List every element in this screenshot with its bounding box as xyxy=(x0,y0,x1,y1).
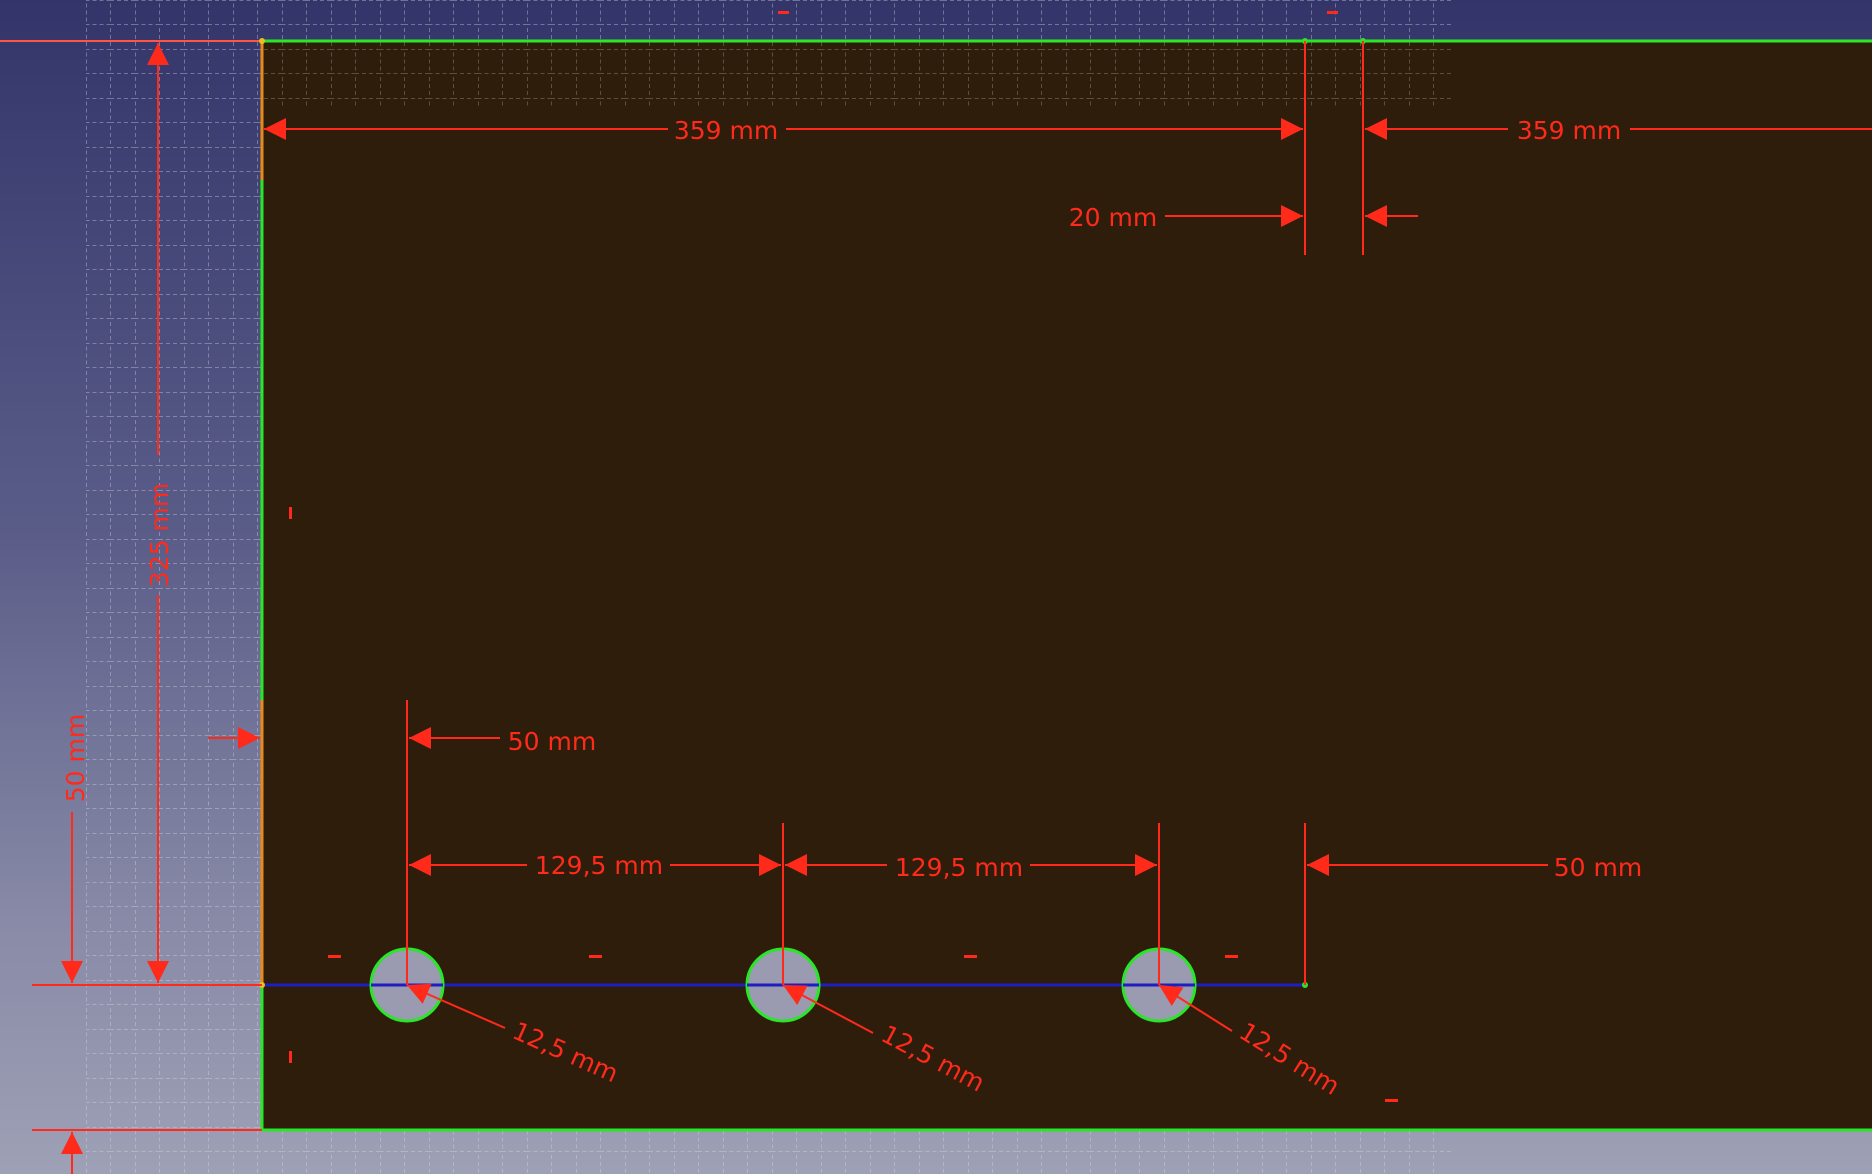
dim-label-slot[interactable]: 20 mm xyxy=(1069,203,1157,232)
dim-label-spacing-2[interactable]: 129,5 mm xyxy=(895,853,1023,882)
dim-label-spacing-1[interactable]: 129,5 mm xyxy=(535,851,663,880)
radius-leader-1[interactable] xyxy=(406,983,506,1029)
dim-label-hole-offset-left[interactable]: 50 mm xyxy=(508,727,596,756)
sketch-face-grid-overlay xyxy=(262,42,1452,108)
horizontal-constraint-icon[interactable] xyxy=(1385,1099,1398,1102)
sketch-face[interactable] xyxy=(262,42,1872,1130)
dim-label-bottom-offset[interactable]: 50 mm xyxy=(61,714,90,802)
dim-label-hole-offset-right[interactable]: 50 mm xyxy=(1554,853,1642,882)
horizontal-constraint-icon[interactable] xyxy=(589,955,602,958)
horizontal-constraint-icon[interactable] xyxy=(964,955,977,958)
vertical-constraint-icon[interactable] xyxy=(289,1051,292,1063)
dim-label-top-right[interactable]: 359 mm xyxy=(1517,116,1621,145)
dim-label-top-left[interactable]: 359 mm xyxy=(674,116,778,145)
horizontal-constraint-icon[interactable] xyxy=(1327,11,1338,14)
radius-leader-2[interactable] xyxy=(782,984,874,1034)
horizontal-constraint-icon[interactable] xyxy=(328,955,341,958)
vertex[interactable] xyxy=(259,38,265,44)
radius-leader-3[interactable] xyxy=(1158,984,1233,1032)
horizontal-constraint-icon[interactable] xyxy=(1225,955,1238,958)
dim-label-height[interactable]: 325 mm xyxy=(145,483,174,587)
vertical-constraint-icon[interactable] xyxy=(289,507,292,519)
horizontal-constraint-icon[interactable] xyxy=(778,11,789,14)
